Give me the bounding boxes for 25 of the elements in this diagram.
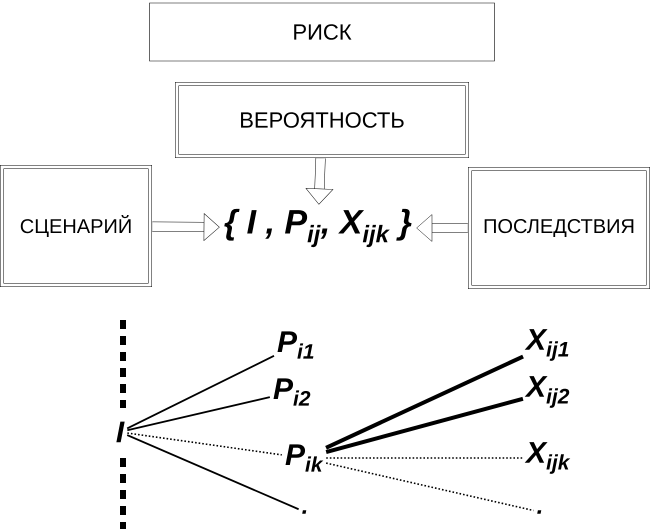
block-arrow [152, 213, 220, 241]
tree-label: P$_{ik}$ [286, 444, 324, 472]
tree-label: . [537, 510, 542, 514]
branch-line [326, 457, 523, 459]
branch-line [126, 355, 274, 430]
block-arrow [306, 158, 334, 205]
tree-label: X$_{ij1}$ [524, 329, 568, 361]
branch-line [127, 432, 282, 456]
branch-line [126, 434, 299, 510]
tree-label: P$_{i2}$ [274, 378, 310, 406]
callout-box: ПОСЛЕДСТВИЯ [468, 167, 650, 289]
tree-label: X$_{ij2}$ [524, 376, 570, 408]
title-box: РИСК [149, 2, 495, 62]
branch-line [326, 462, 534, 512]
tree-label: X$_{ijk}$ [524, 442, 570, 474]
formula: { I , P$_{ij}$, X$_{ijk}$ } [224, 208, 412, 248]
branch-line [127, 396, 270, 432]
callout-box: СЦЕНАРИЙ [0, 165, 152, 287]
block-arrow [416, 214, 468, 242]
callout-box: ВЕРОЯТНОСТЬ [175, 82, 469, 158]
branch-line [325, 354, 524, 450]
tree-label: . [302, 510, 306, 514]
tree-label: I [116, 422, 125, 442]
branch-line [326, 396, 524, 454]
tree-label: P$_{i1}$ [278, 331, 314, 359]
